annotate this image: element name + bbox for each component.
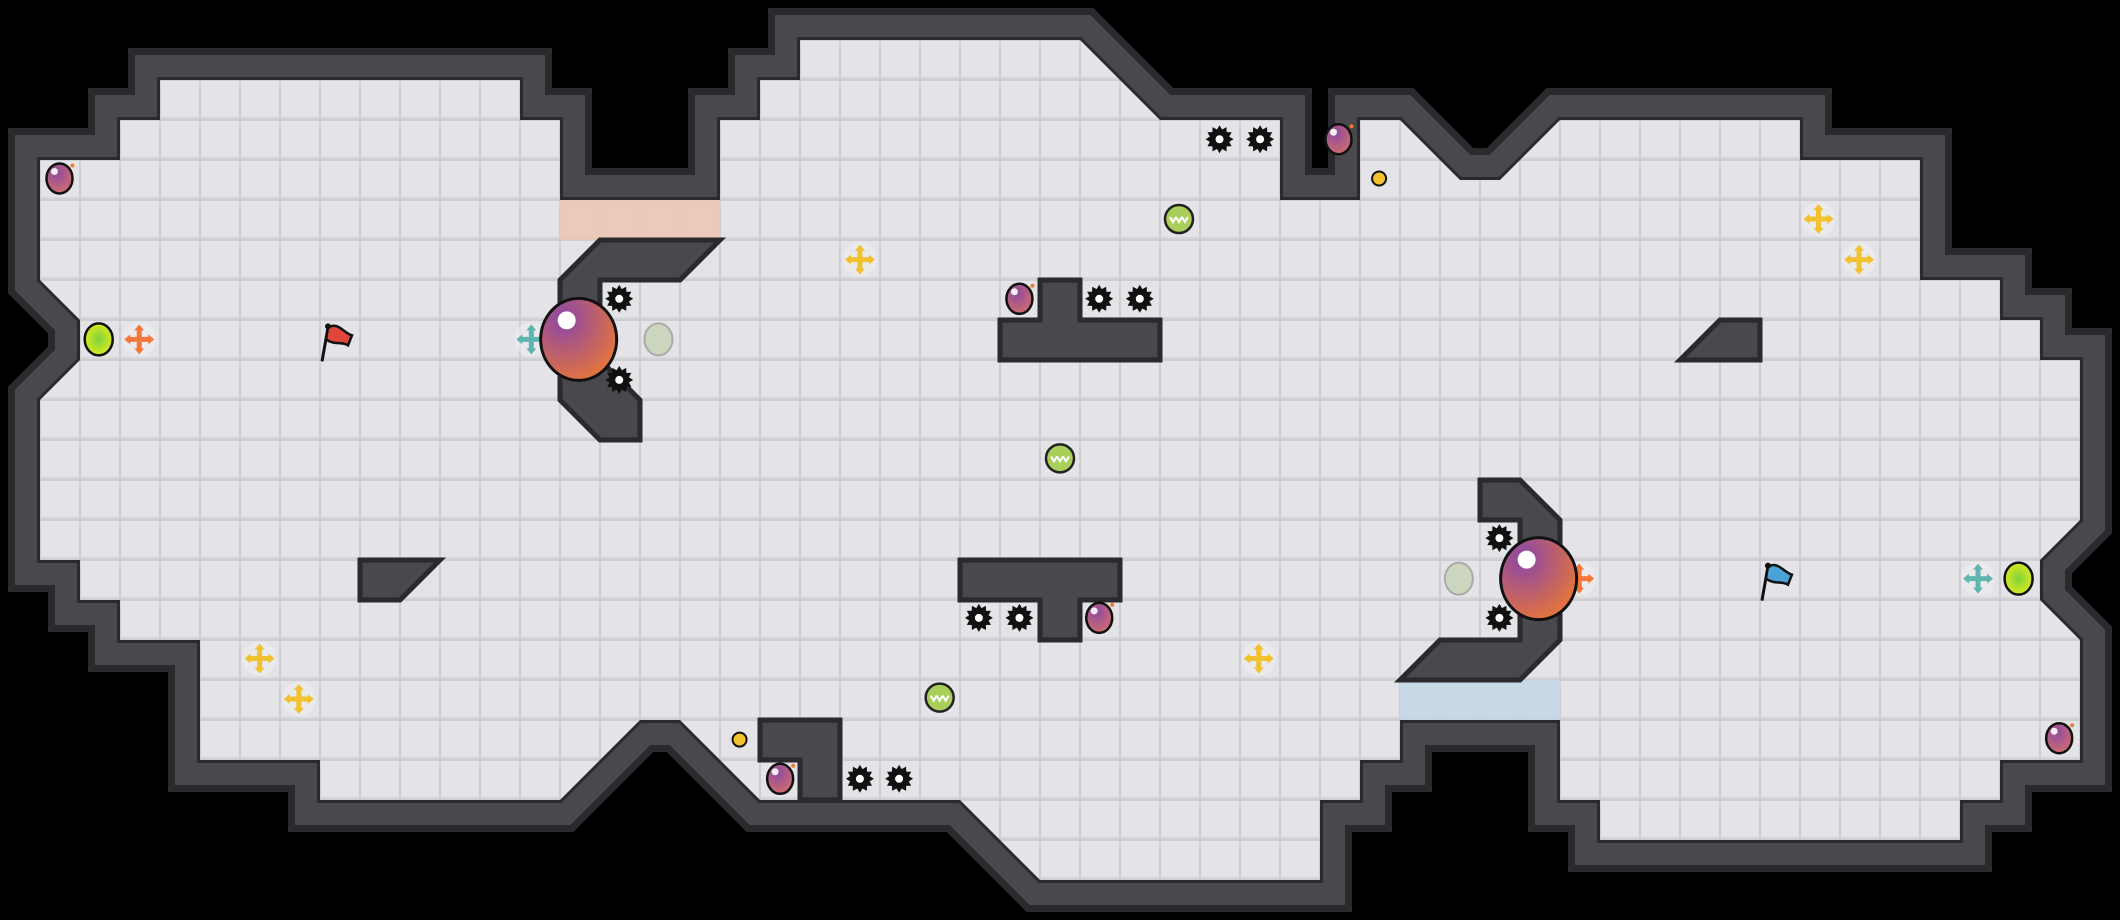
speed-boost-red-icon xyxy=(122,322,157,357)
spike-gear-icon xyxy=(605,365,634,394)
speed-boost-yellow-icon xyxy=(1842,242,1877,277)
spike-gear-icon xyxy=(1246,125,1275,154)
speed-boost-blue-icon xyxy=(514,322,549,357)
bomb-icon xyxy=(45,162,75,195)
speed-boost-yellow-icon xyxy=(1241,641,1276,676)
bomb-icon xyxy=(1324,123,1354,156)
big-ball-icon xyxy=(539,296,619,382)
jukejuice-powerup-icon xyxy=(2003,561,2034,596)
wall-islands xyxy=(357,237,1763,803)
neutral-button-icon xyxy=(1443,561,1474,596)
blue-gate-zone xyxy=(1400,680,1560,720)
wall-block xyxy=(957,557,1123,643)
spike-gear-icon xyxy=(1125,284,1154,313)
spike-gear-icon xyxy=(964,603,993,632)
bomb-icon xyxy=(1005,282,1035,316)
bomb-icon xyxy=(2044,721,2075,755)
speed-boost-yellow-icon xyxy=(842,242,877,277)
wall-block xyxy=(757,717,843,803)
bomb-icon xyxy=(1084,601,1115,635)
team-zones xyxy=(560,200,1560,720)
spike-gear-icon xyxy=(1485,524,1514,553)
jukejuice-powerup-icon xyxy=(83,322,114,357)
neutral-button-icon xyxy=(643,322,674,357)
spike-gear-icon xyxy=(1485,603,1514,632)
wall-block xyxy=(1673,317,1763,363)
big-ball-icon xyxy=(1499,536,1579,622)
entities xyxy=(45,123,2075,796)
speed-boost-blue-icon xyxy=(1961,561,1996,596)
rolling-bomb-icon xyxy=(924,682,955,713)
speed-boost-yellow-icon xyxy=(281,682,316,717)
spike-gear-icon xyxy=(605,284,634,313)
portal-dot-icon xyxy=(731,731,748,748)
blue-flag-icon xyxy=(1760,562,1794,601)
wall-block xyxy=(1393,477,1563,683)
rolling-bomb-icon xyxy=(1044,443,1076,474)
speed-boost-yellow-icon xyxy=(242,641,277,676)
portal-dot-icon xyxy=(1371,170,1388,187)
speed-boost-yellow-icon xyxy=(1801,202,1836,237)
spike-gear-icon xyxy=(1005,603,1034,632)
red-gate-zone xyxy=(560,200,720,240)
spike-gear-icon xyxy=(845,764,874,793)
wall-block xyxy=(357,557,447,603)
bomb-icon xyxy=(765,762,796,796)
wall-block xyxy=(997,277,1163,363)
red-flag-icon xyxy=(320,323,354,362)
spike-gear-icon xyxy=(885,764,914,793)
rolling-bomb-icon xyxy=(1163,203,1195,235)
spike-gear-icon xyxy=(1085,284,1114,313)
spike-gear-icon xyxy=(1205,125,1234,154)
